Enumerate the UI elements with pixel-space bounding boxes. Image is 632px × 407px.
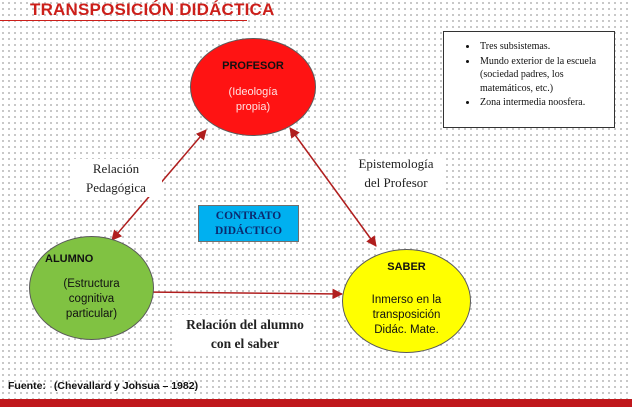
contrato-didactico-box: CONTRATO DIDÁCTICO (198, 205, 299, 242)
label-epistemologia-profesor: Epistemología del Profesor (350, 154, 442, 192)
saber-desc-line: Inmerso en la (371, 294, 442, 306)
saber-desc-line: transposición (372, 309, 441, 321)
profesor-desc-line: (Ideología (228, 86, 278, 98)
profesor-title: PROFESOR (222, 60, 284, 72)
source-label: Fuente: (8, 380, 46, 392)
alumno-desc-line: (Estructura (63, 278, 120, 290)
alumno-title: ALUMNO (45, 253, 94, 265)
saber-desc-line: Didác. Mate. (374, 324, 439, 336)
info-box: Tres subsistemas. Mundo exterior de la e… (443, 31, 615, 128)
node-profesor: PROFESOR (Ideología propia) (190, 38, 316, 136)
source-text: (Chevallard y Johsua – 1982) (53, 380, 199, 392)
label-relacion-pedagogica: Relación Pedagógica (70, 159, 162, 197)
info-list-item: Mundo exterior de la escuela (sociedad p… (478, 55, 610, 96)
info-list: Tres subsistemas. Mundo exterior de la e… (444, 32, 614, 110)
alumno-desc-line: particular) (65, 308, 118, 320)
title-underline (0, 20, 247, 21)
alumno-description: (Estructura cognitiva particular) (30, 277, 153, 322)
relation-label-line: Pedagógica (86, 180, 146, 195)
profesor-desc-line: propia) (235, 101, 271, 113)
contrato-line: CONTRATO (215, 210, 282, 222)
bottom-bar (0, 399, 632, 407)
relation-label-line: Relación (92, 161, 140, 176)
saber-description: Inmerso en la transposición Didác. Mate. (343, 293, 470, 338)
relation-label-line: del Profesor (364, 175, 428, 190)
info-list-item: Tres subsistemas. (478, 40, 610, 54)
info-list-item: Zona intermedia noosfera. (478, 96, 610, 110)
node-saber: SABER Inmerso en la transposición Didác.… (342, 249, 471, 353)
node-alumno: ALUMNO (Estructura cognitiva particular) (29, 236, 154, 340)
contrato-line: DIDÁCTICO (214, 225, 283, 237)
source-citation: Fuente: (Chevallard y Johsua – 1982) (8, 380, 198, 392)
relation-label-line: Epistemología (358, 156, 434, 171)
relation-label-line: Relación del alumno (186, 317, 304, 332)
relation-label-line: con el saber (210, 336, 280, 351)
arrow-alumno-saber (141, 286, 344, 300)
arrow-profesor-saber (289, 127, 377, 247)
page-title: TRANSPOSICIÓN DIDÁCTICA (30, 0, 275, 19)
label-relacion-alumno-saber: Relación del alumno con el saber (176, 315, 314, 353)
saber-title: SABER (387, 261, 426, 273)
alumno-desc-line: cognitiva (68, 293, 115, 305)
profesor-description: (Ideología propia) (191, 85, 315, 115)
